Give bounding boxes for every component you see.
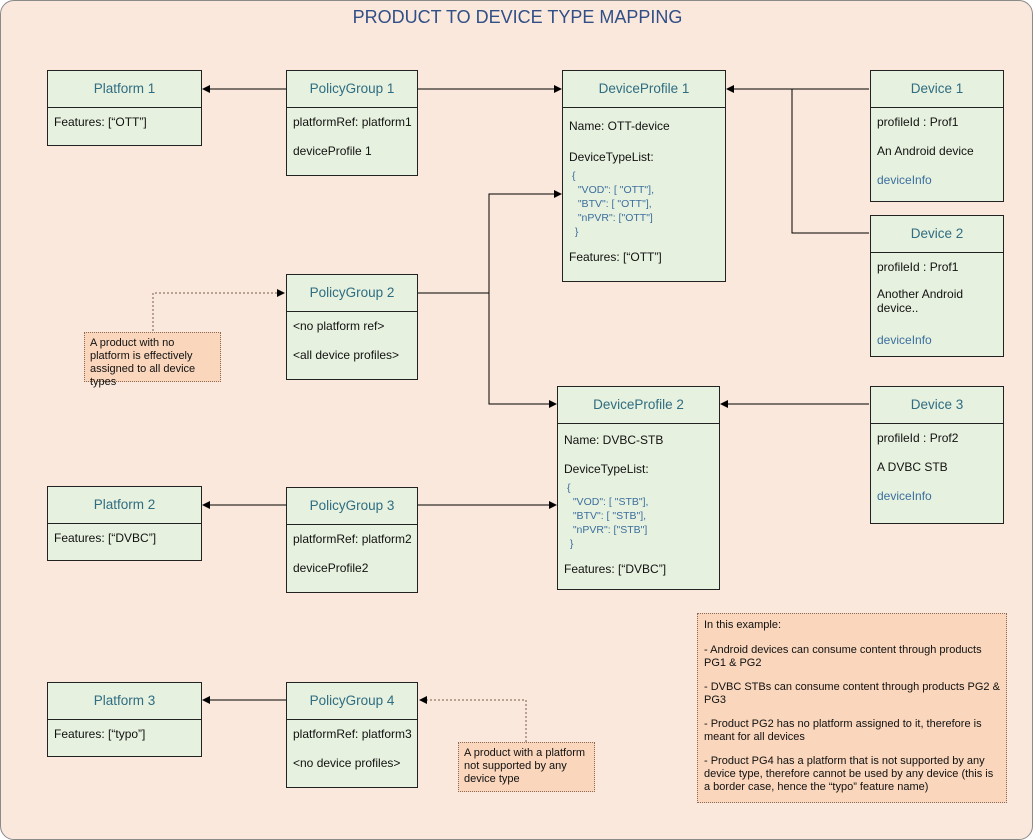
device-2-info: deviceInfo — [877, 333, 932, 347]
platform-3-box: Platform 3 Features: [“typo”] — [47, 682, 202, 757]
policygroup-2-title: PolicyGroup 2 — [287, 275, 417, 312]
example-point-3: - Product PG2 has no platform assigned t… — [704, 718, 982, 743]
dotted-arrow-note-pg2 — [152, 289, 285, 331]
line-device2-join — [791, 89, 869, 234]
note-unsupported-platform: A product with a platform not supported … — [458, 742, 595, 792]
deviceprofile-1-name: Name: OTT-device — [569, 119, 670, 133]
device-2-desc: Another Android device.. — [877, 287, 964, 315]
example-point-2: - DVBC STBs can consume content through … — [704, 681, 1000, 706]
device-3-desc: A DVBC STB — [877, 460, 948, 474]
deviceprofile-1-features: Features: [“OTT”] — [569, 250, 662, 264]
policygroup-3-line2: deviceProfile2 — [293, 561, 369, 575]
platform-1-box: Platform 1 Features: [“OTT”] — [47, 70, 202, 146]
device-1-info: deviceInfo — [877, 173, 932, 187]
device-2-title: Device 2 — [871, 216, 1003, 253]
policygroup-2-box: PolicyGroup 2 <no platform ref> <all dev… — [286, 274, 418, 380]
policygroup-3-line1: platformRef: platform2 — [293, 532, 412, 546]
policygroup-4-title: PolicyGroup 4 — [287, 683, 417, 720]
policygroup-1-title: PolicyGroup 1 — [287, 71, 417, 108]
diagram-title: PRODUCT TO DEVICE TYPE MAPPING — [352, 7, 683, 27]
device-3-profile: profileId : Prof2 — [877, 431, 959, 445]
device-2-profile: profileId : Prof1 — [877, 260, 959, 274]
platform-3-features: Features: [“typo”] — [54, 727, 146, 741]
device-1-profile: profileId : Prof1 — [877, 115, 959, 129]
example-title: In this example: — [704, 619, 782, 631]
arrow-pg2-deviceprofile1 — [488, 190, 562, 293]
policygroup-3-title: PolicyGroup 3 — [287, 488, 417, 525]
example-point-1: - Android devices can consume content th… — [704, 644, 982, 669]
device-3-title: Device 3 — [871, 387, 1003, 424]
note-no-platform: A product with no platform is effectivel… — [84, 332, 221, 388]
example-note: In this example: - Android devices can c… — [697, 613, 1007, 803]
platform-1-title: Platform 1 — [48, 71, 201, 108]
deviceprofile-2-list-label: DeviceTypeList: — [564, 462, 649, 476]
deviceprofile-1-title: DeviceProfile 1 — [563, 71, 725, 108]
device-1-desc: An Android device — [877, 144, 974, 158]
deviceprofile-2-title: DeviceProfile 2 — [558, 387, 719, 424]
deviceprofile-1-list-label: DeviceTypeList: — [569, 150, 654, 164]
platform-1-features: Features: [“OTT”] — [54, 115, 147, 129]
policygroup-1-line2: deviceProfile 1 — [293, 144, 372, 158]
policygroup-4-box: PolicyGroup 4 platformRef: platform3 <no… — [286, 682, 418, 788]
deviceprofile-2-code: { "VOD": [ "STB"], "BTV": [ "STB"], "nPV… — [567, 482, 649, 550]
device-3-box: Device 3 profileId : Prof2 A DVBC STB de… — [870, 386, 1004, 524]
platform-2-title: Platform 2 — [48, 487, 201, 524]
device-1-box: Device 1 profileId : Prof1 An Android de… — [870, 70, 1004, 202]
dotted-arrow-note-pg4 — [419, 696, 527, 742]
policygroup-4-line2: <no device profiles> — [293, 756, 401, 770]
device-1-title: Device 1 — [871, 71, 1003, 108]
platform-2-features: Features: [“DVBC”] — [54, 531, 157, 545]
policygroup-3-box: PolicyGroup 3 platformRef: platform2 dev… — [286, 487, 418, 593]
policygroup-2-line1: <no platform ref> — [293, 319, 385, 333]
platform-2-box: Platform 2 Features: [“DVBC”] — [47, 486, 202, 561]
deviceprofile-1-code: { "VOD": [ "OTT"], "BTV": [ "OTT"], "nPV… — [572, 170, 654, 238]
deviceprofile-2-name: Name: DVBC-STB — [564, 433, 664, 447]
deviceprofile-2-box: DeviceProfile 2 Name: DVBC-STB DeviceTyp… — [557, 386, 720, 590]
platform-3-title: Platform 3 — [48, 683, 201, 720]
deviceprofile-1-box: DeviceProfile 1 Name: OTT-device DeviceT… — [562, 70, 726, 282]
deviceprofile-2-features: Features: [“DVBC”] — [564, 562, 667, 576]
policygroup-4-line1: platformRef: platform3 — [293, 727, 412, 741]
policygroup-1-box: PolicyGroup 1 platformRef: platform1 dev… — [286, 70, 418, 176]
example-point-4: - Product PG4 has a platform that is not… — [704, 755, 994, 793]
policygroup-2-line2: <all device profiles> — [293, 348, 400, 362]
device-3-info: deviceInfo — [877, 489, 932, 503]
device-2-box: Device 2 profileId : Prof1 Another Andro… — [870, 215, 1004, 357]
policygroup-1-line1: platformRef: platform1 — [293, 115, 412, 129]
arrow-pg2-deviceprofile2 — [488, 293, 557, 408]
